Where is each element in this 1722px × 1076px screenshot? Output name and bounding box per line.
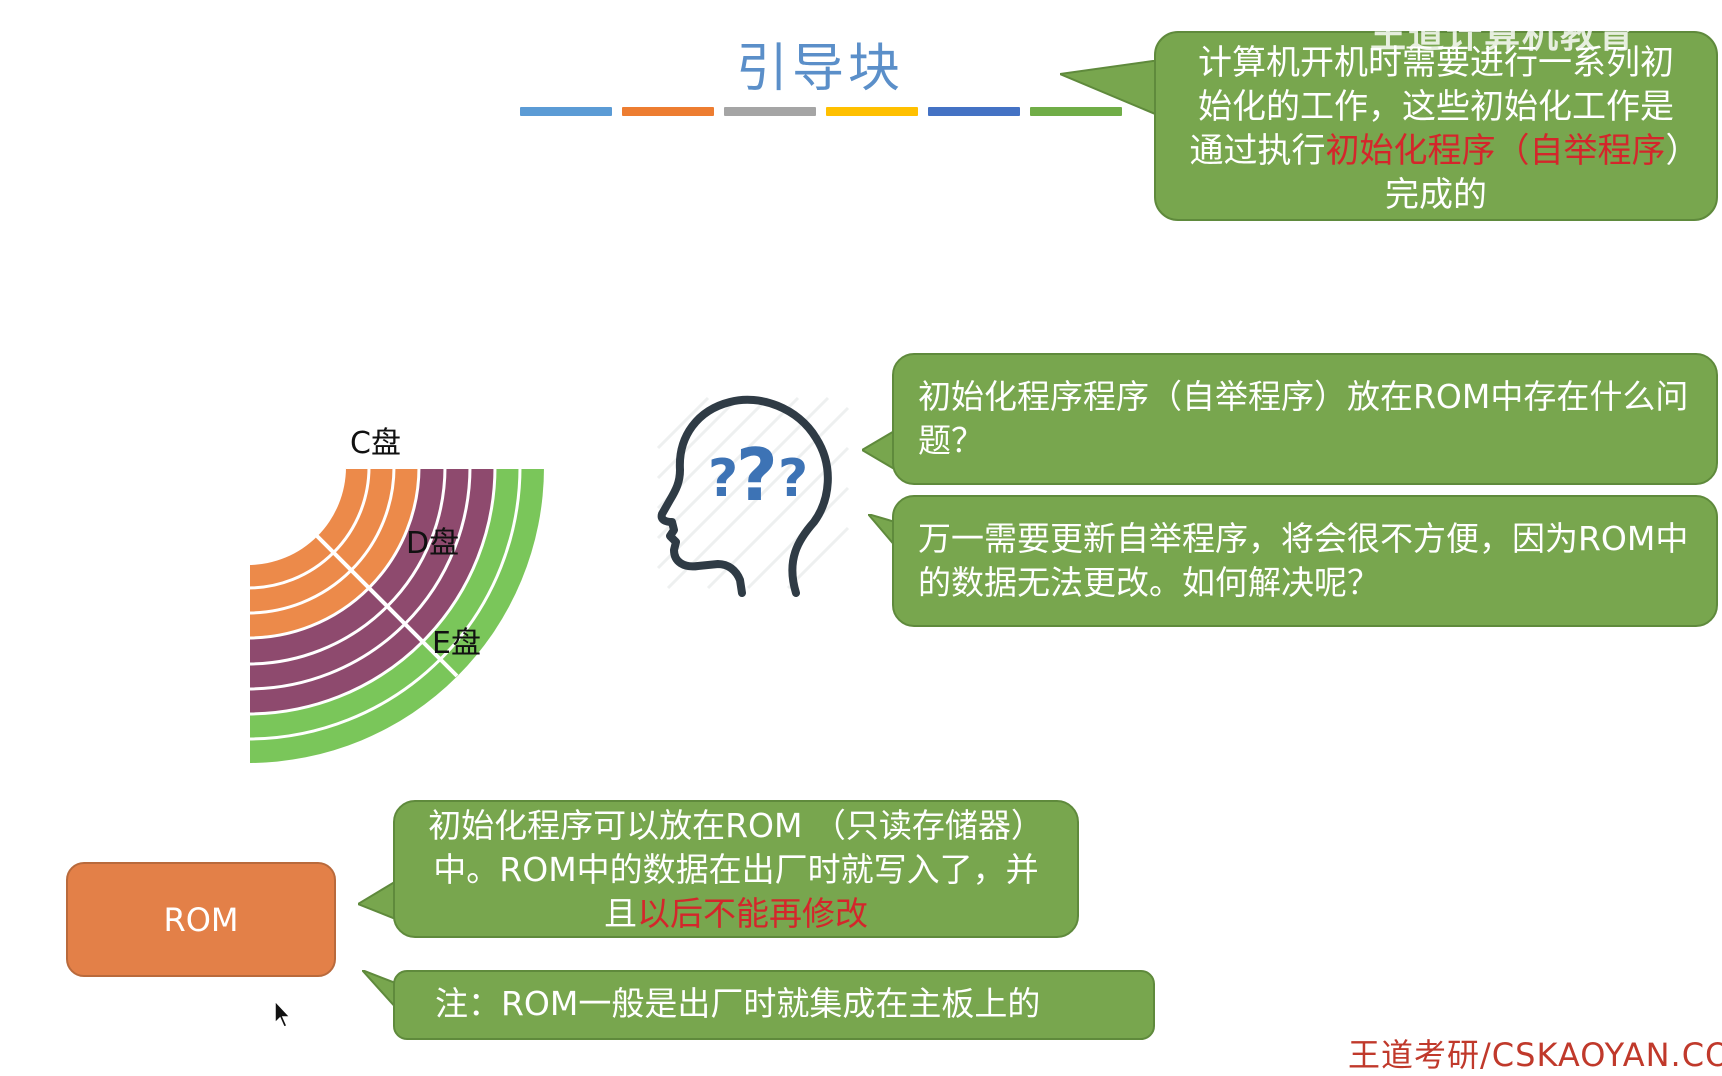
callout-answer: 万一需要更新自举程序，将会很不方便，因为ROM中的数据无法更改。如何解决呢？: [892, 495, 1718, 627]
watermark-bottom: 王道考研/CSKAOYAN.COM: [1348, 1036, 1722, 1074]
callout-pointer-question: [862, 430, 896, 470]
callout-pointer-boot: [1060, 60, 1160, 118]
callout-rom-info-text: 初始化程序可以放在ROM （只读存储器）中。ROM中的数据在出厂时就写入了，并且: [428, 806, 1044, 933]
title-divider: [520, 107, 1122, 116]
callout-note: 注：ROM一般是出厂时就集成在主板上的: [393, 970, 1155, 1040]
mouse-cursor-icon: [274, 1000, 292, 1028]
divider-bar-gray: [724, 107, 816, 116]
rom-box-label: ROM: [163, 900, 239, 939]
callout-question-text: 初始化程序程序（自举程序）放在ROM中存在什么问题？: [918, 377, 1689, 460]
callout-boot-text-end: ）完成的: [1385, 131, 1683, 215]
callout-rom-info: 初始化程序可以放在ROM （只读存储器）中。ROM中的数据在出厂时就写入了，并且…: [393, 800, 1079, 938]
callout-pointer-note: [362, 970, 398, 1010]
disk-label-c: C盘: [350, 426, 401, 461]
divider-bar-blue: [520, 107, 612, 116]
divider-bar-orange: [622, 107, 714, 116]
disk-label-e: E盘: [432, 626, 481, 661]
callout-answer-text: 万一需要更新自举程序，将会很不方便，因为ROM中的数据无法更改。如何解决呢？: [918, 519, 1689, 602]
svg-text:?: ?: [736, 433, 778, 517]
callout-rom-info-highlight: 以后不能再修改: [637, 894, 868, 933]
disk-diagram: C盘 D盘 E盘: [248, 426, 544, 763]
slide-title: 引导块: [735, 39, 904, 99]
disk-sectors: [248, 467, 544, 763]
disk-label-d: D盘: [406, 526, 459, 561]
divider-bar-green: [1030, 107, 1122, 116]
thinking-head-icon: ? ? ?: [656, 395, 850, 597]
divider-bar-yellow: [826, 107, 918, 116]
disk-center-hole: [248, 467, 346, 565]
svg-text:?: ?: [708, 449, 738, 509]
callout-note-text: 注：ROM一般是出厂时就集成在主板上的: [435, 984, 1041, 1023]
divider-bar-darkblue: [928, 107, 1020, 116]
svg-text:?: ?: [778, 449, 808, 509]
callout-pointer-rom-info: [358, 880, 398, 920]
callout-boot-text: 计算机开机时需要进行一系列初始化的工作，这些初始化工作是通过执行: [1189, 43, 1675, 171]
watermark-top: 王道计算机教育: [1370, 15, 1637, 56]
callout-boot-process: 计算机开机时需要进行一系列初始化的工作，这些初始化工作是通过执行初始化程序（自举…: [1154, 31, 1718, 221]
callout-boot-highlight: 初始化程序（自举程序: [1325, 131, 1666, 171]
rom-box: ROM: [66, 862, 336, 977]
callout-question: 初始化程序程序（自举程序）放在ROM中存在什么问题？: [892, 353, 1718, 485]
